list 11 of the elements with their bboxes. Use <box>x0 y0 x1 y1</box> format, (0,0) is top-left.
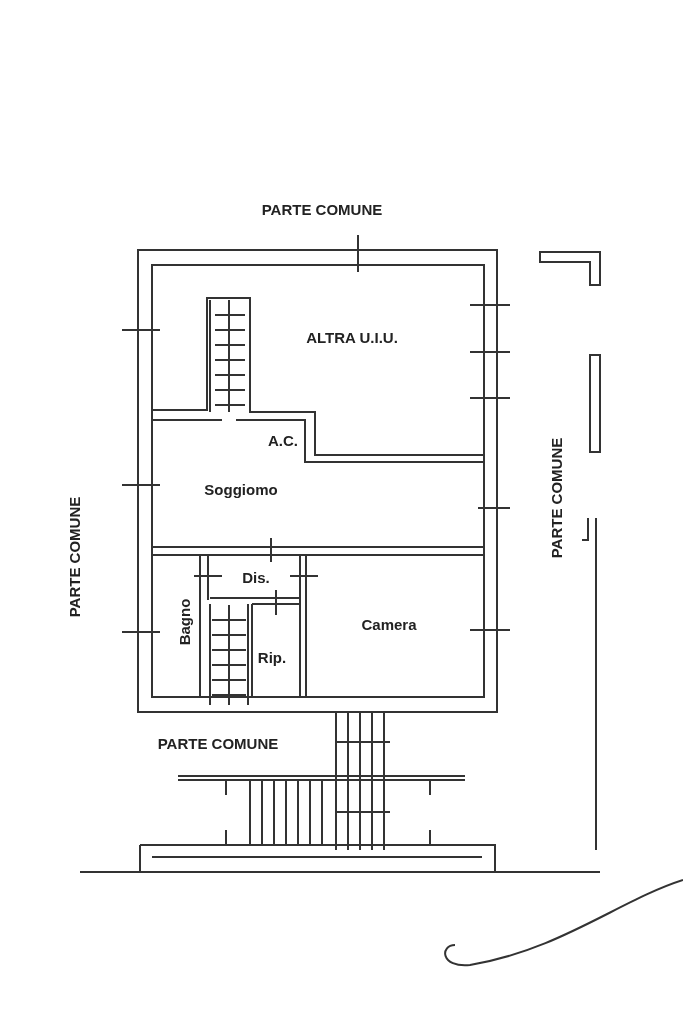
room-label: Dis. <box>242 568 270 586</box>
room-label: Soggiomo <box>204 480 278 498</box>
room-label: Rip. <box>257 648 287 666</box>
room-label: ALTRA U.I.U. <box>306 328 398 346</box>
room-label: Bagno <box>175 598 193 646</box>
area-label: PARTE COMUNE <box>157 734 279 752</box>
room-label: Camera <box>361 615 417 633</box>
room-label: A.C. <box>268 431 298 449</box>
area-label: PARTE COMUNE <box>547 437 565 559</box>
area-label: PARTE COMUNE <box>261 200 383 218</box>
area-label: PARTE COMUNE <box>65 496 83 618</box>
